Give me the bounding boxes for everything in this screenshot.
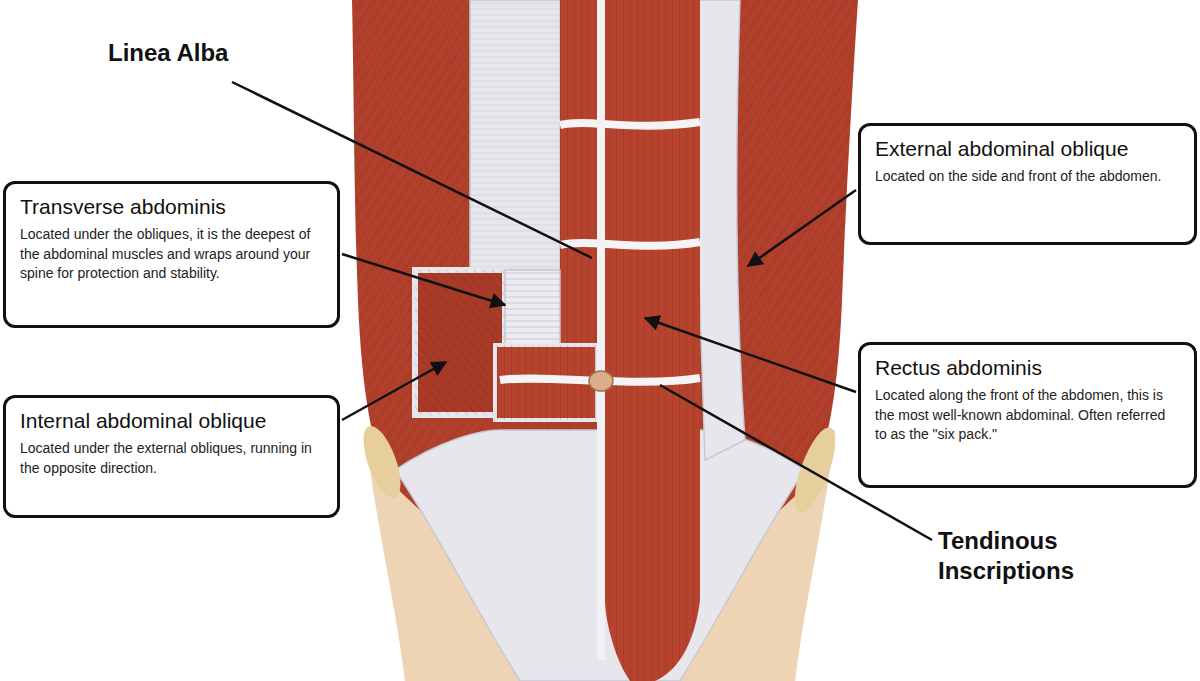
callout-heading: Rectus abdominis (875, 355, 1180, 380)
rectus-abdominis-part (605, 0, 700, 681)
callout-box: External abdominal obliqueLocated on the… (858, 123, 1197, 245)
rectus-abdominis-part (605, 0, 700, 681)
callout-heading: External abdominal oblique (875, 136, 1180, 161)
torso-part (352, 0, 858, 681)
part-label: Linea Alba (108, 38, 308, 68)
rectus-abdominis (500, 0, 700, 681)
callout-text: Located under the obliques, it is the de… (20, 225, 323, 283)
leader-lines-part (342, 362, 446, 420)
leader-lines-part (645, 318, 856, 392)
torso-part (352, 0, 858, 681)
callout-heading: Transverse abdominis (20, 194, 323, 219)
callout-box: Rectus abdominisLocated along the front … (858, 342, 1197, 488)
torso-part (470, 0, 560, 270)
callout-heading: Internal abdominal oblique (20, 408, 323, 433)
rectus-abdominis-part (597, 0, 605, 660)
callout-text: Located on the side and front of the abd… (875, 167, 1180, 186)
torso (352, 0, 858, 681)
torso-part (786, 423, 843, 517)
callout-text: Located under the external obliques, run… (20, 439, 323, 478)
callout-box: Transverse abdominisLocated under the ob… (3, 181, 340, 328)
rectus-abdominis-part (589, 371, 613, 391)
rectus-abdominis-part (560, 242, 700, 246)
callout-box: Internal abdominal obliqueLocated under … (3, 395, 340, 518)
cutaway-part (505, 270, 560, 345)
leader-lines-part (748, 190, 856, 266)
part-label: Tendinous Inscriptions (938, 526, 1118, 586)
callout-text: Located along the front of the abdomen, … (875, 386, 1180, 444)
rectus-abdominis-part (560, 122, 700, 126)
cutaway (415, 270, 597, 420)
cutaway-part (505, 270, 560, 345)
leader-lines-part (342, 254, 505, 305)
torso-part (470, 0, 560, 270)
torso-part (356, 422, 408, 503)
